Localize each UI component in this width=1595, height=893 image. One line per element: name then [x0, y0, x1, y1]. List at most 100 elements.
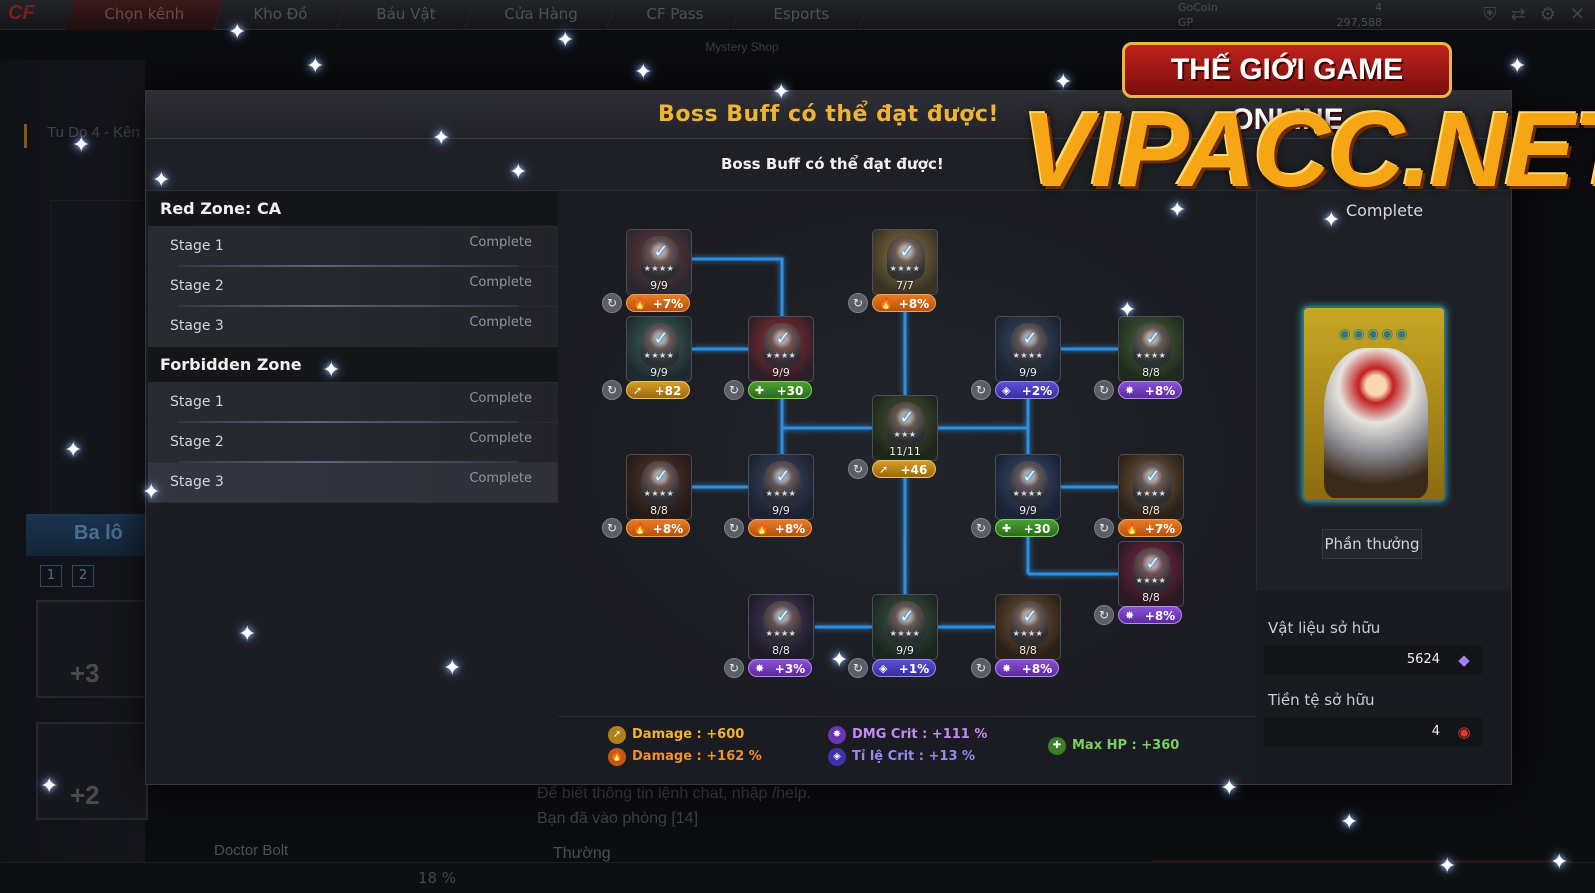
buff-node[interactable]: ✓ ★★★★ 9/9 [995, 454, 1061, 520]
refresh-icon[interactable]: ↻ [848, 658, 868, 678]
node-progress: 9/9 [650, 279, 668, 292]
weapon-slot-primary[interactable]: +3 [36, 600, 148, 698]
crosshair-icon: ◈ [1002, 384, 1011, 397]
tab-cua-hang[interactable]: Cửa Hàng [464, 0, 618, 30]
buff-badge: ✚+30 [995, 519, 1059, 537]
stat-dmg-crit-label: DMG Crit : +111 % [852, 727, 988, 742]
chat-mode-selector[interactable]: Thường [553, 845, 611, 862]
refresh-icon[interactable]: ↻ [724, 658, 744, 678]
checkmark-icon: ✓ [899, 241, 915, 262]
backpack-slot-1[interactable]: 1 [40, 565, 62, 587]
buff-node[interactable]: ✓★★★★7/7 [872, 229, 938, 295]
checkmark-icon: ✓ [775, 328, 791, 349]
gear-icon[interactable]: ⚙ [1539, 4, 1556, 25]
stage-item[interactable]: Stage 1 Complete [148, 227, 558, 267]
buff-node[interactable]: ✓★★★11/11 [872, 395, 938, 461]
node-stars: ★★★★ [1135, 489, 1167, 498]
refresh-icon[interactable]: ↻ [848, 459, 868, 479]
stat-max-hp: ✚ Max HP : +360 [1048, 736, 1179, 756]
tab-bau-vat[interactable]: Báu Vật [336, 0, 476, 30]
checkmark-icon: ✓ [653, 241, 669, 262]
buff-node[interactable]: ✓★★★★9/9 [626, 316, 692, 382]
checkmark-icon: ✓ [1145, 328, 1161, 349]
refresh-icon[interactable]: ↻ [602, 380, 622, 400]
buff-node[interactable]: ✓★★★★9/9 [748, 316, 814, 382]
modal-subtitle: Boss Buff có thể đạt được! [721, 155, 944, 173]
buff-node[interactable]: ✓★★★★8/8 [1118, 541, 1184, 607]
refresh-icon[interactable]: ↻ [848, 293, 868, 313]
buff-badge: ✸+8% [1118, 381, 1182, 399]
backpack-slot-2[interactable]: 2 [72, 565, 94, 587]
tab-esports[interactable]: Esports [733, 0, 869, 30]
tab-cf-pass[interactable]: CF Pass [607, 0, 745, 30]
stat-crit-rate: ◈ Tỉ lệ Crit : +13 % [828, 747, 975, 767]
buff-tree: ✓★★★★9/9↻🔥+7%✓★★★★7/7↻🔥+8%✓★★★★9/9↻➚+82✓… [558, 191, 1256, 716]
buff-value: +8% [774, 522, 806, 536]
fire-icon: 🔥 [1125, 522, 1139, 535]
crit-burst-icon: ✸ [755, 662, 765, 675]
refresh-icon[interactable]: ↻ [1094, 518, 1114, 538]
buff-badge: ✚+30 [748, 381, 812, 399]
mystery-shop-label[interactable]: Mystery Shop [705, 40, 779, 54]
refresh-icon[interactable]: ↻ [1094, 605, 1114, 625]
node-stars: ★★★★ [889, 264, 921, 273]
stage-status: Complete [469, 391, 532, 406]
buff-node[interactable]: ✓★★★★8/8 [626, 454, 692, 520]
checkmark-icon: ✓ [1022, 466, 1038, 487]
boss-figure [887, 601, 925, 645]
refresh-icon[interactable]: ↻ [724, 380, 744, 400]
stage-item[interactable]: Stage 2 Complete [148, 267, 558, 307]
stage-item[interactable]: Stage 2 Complete [148, 423, 558, 463]
reward-character-card[interactable]: ◉◉◉◉◉ [1302, 306, 1446, 502]
stage-item-selected[interactable]: Stage 3 Complete [148, 463, 558, 503]
modal-titlebar: Boss Buff có thể đạt được! [146, 91, 1511, 139]
buff-node[interactable]: ✓★★★★8/8 [748, 594, 814, 660]
buff-node[interactable]: ✓★★★★8/8 [1118, 316, 1184, 382]
boss-buff-modal: Boss Buff có thể đạt được! Boss Buff có … [145, 90, 1512, 785]
buff-node[interactable]: ✓★★★★9/9 [872, 594, 938, 660]
shield-icon[interactable]: ⛨ [1483, 4, 1497, 25]
fire-icon: 🔥 [608, 748, 626, 766]
crossfire-logo[interactable]: CF [8, 2, 35, 24]
buff-node[interactable]: ✓★★★★9/9 [995, 316, 1061, 382]
character-name: Doctor Bolt [214, 842, 289, 859]
node-progress: 9/9 [1019, 504, 1037, 517]
node-stars: ★★★★ [1012, 351, 1044, 360]
node-stars: ★★★★ [643, 489, 675, 498]
tab-kho-do[interactable]: Kho Đồ [213, 0, 348, 30]
refresh-icon[interactable]: ↻ [602, 518, 622, 538]
reward-button[interactable]: Phần thưởng [1322, 529, 1422, 559]
exit-icon[interactable]: ⇄ [1510, 4, 1526, 25]
stage-item[interactable]: Stage 1 Complete [148, 383, 558, 423]
buff-node[interactable]: ✓ ★★★★ 9/9 [626, 229, 692, 295]
background-mission-label: Tu Do 4 - Kên [24, 124, 146, 148]
refresh-icon[interactable]: ↻ [971, 380, 991, 400]
zone-list: Red Zone: CA Stage 1 Complete Stage 2 Co… [148, 191, 558, 784]
node-stars: ★★★★ [643, 264, 675, 273]
tab-chon-kenh[interactable]: Chọn kênh [64, 0, 225, 30]
refresh-icon[interactable]: ↻ [971, 658, 991, 678]
stage-name: Stage 3 [170, 318, 224, 334]
buff-value: +82 [654, 384, 682, 398]
crit-burst-icon: ✸ [1002, 662, 1012, 675]
backpack-tab[interactable]: Ba lô [26, 514, 146, 556]
stage-item[interactable]: Stage 3 Complete [148, 307, 558, 347]
node-stars: ★★★★ [889, 629, 921, 638]
buff-node[interactable]: ✓★★★★9/9 [748, 454, 814, 520]
stage-name: Stage 3 [170, 474, 224, 490]
stat-damage-percent: 🔥 Damage : +162 % [608, 747, 762, 767]
node-stars: ★★★★ [1012, 489, 1044, 498]
boss-figure [1133, 323, 1171, 367]
fire-icon: 🔥 [755, 522, 769, 535]
weapon-slot-secondary[interactable]: +2 [36, 722, 148, 820]
stat-damage-percent-label: Damage : +162 % [632, 749, 762, 764]
refresh-icon[interactable]: ↻ [1094, 380, 1114, 400]
close-icon[interactable]: ✕ [1569, 4, 1585, 25]
buff-node[interactable]: ✓★★★★8/8 [995, 594, 1061, 660]
buff-node[interactable]: ✓★★★★8/8 [1118, 454, 1184, 520]
refresh-icon[interactable]: ↻ [724, 518, 744, 538]
refresh-icon[interactable]: ↻ [971, 518, 991, 538]
buff-value: +30 [1023, 522, 1051, 536]
crosshair-icon: ◈ [879, 662, 888, 675]
refresh-icon[interactable]: ↻ [602, 293, 622, 313]
